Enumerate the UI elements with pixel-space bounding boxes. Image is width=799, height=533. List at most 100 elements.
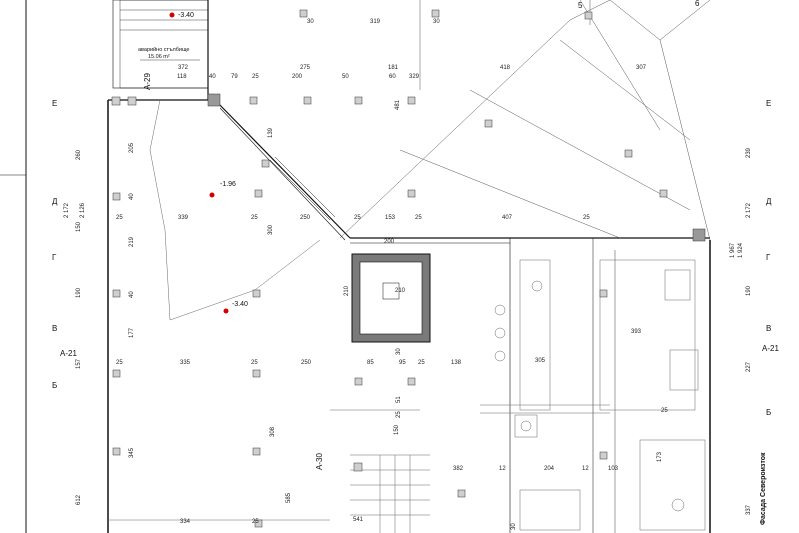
- dim-top1-1: 319: [370, 19, 381, 25]
- dim-rowb-6: 25: [418, 360, 425, 366]
- dim-misc-0: 139: [268, 127, 274, 138]
- dim-misc-14: 541: [353, 517, 364, 523]
- dim-top2-4: 307: [636, 65, 647, 71]
- facade-label: Фасада Североизток: [760, 452, 767, 525]
- dim-right-2: 1 967: [730, 242, 736, 258]
- dim-top2-1: 275: [300, 65, 311, 71]
- dim-rowb-5: 95: [399, 360, 406, 366]
- dim-top3-1: 40: [209, 74, 216, 80]
- dim-misc-15: 30: [511, 523, 517, 530]
- outer-walls: [0, 0, 711, 533]
- dim-bottom-2: 382: [453, 466, 464, 472]
- dim-rowd-7: 407: [502, 215, 513, 221]
- axis-label-right-g: Г: [766, 253, 771, 262]
- dim-bottom-1: 25: [252, 519, 259, 525]
- dim-misc-3: 200: [384, 239, 395, 245]
- dim-top3-3: 25: [252, 74, 259, 80]
- dim-top3-0: 118: [177, 74, 187, 80]
- axis-label-left-e: Е: [52, 99, 57, 108]
- dim-misc-11: 308: [270, 426, 276, 437]
- dim-leftinner-0: 205: [129, 142, 135, 153]
- dim-bottom-0: 334: [180, 519, 191, 525]
- dim-misc-13: 585: [286, 492, 292, 503]
- axis-label-left-b: Б: [52, 381, 57, 390]
- room-name: аварийно стълбище: [138, 46, 189, 53]
- dim-bottom-3: 204: [544, 466, 555, 472]
- dim-rowb-2: 25: [251, 360, 258, 366]
- dim-rowd-4: 25: [354, 215, 361, 221]
- dim-rowd-0: 25: [116, 215, 123, 221]
- level-value-low: -3.40: [232, 301, 248, 308]
- dim-rowd-5: 153: [385, 215, 396, 221]
- dim-top1-0: 30: [307, 19, 314, 25]
- section-label-a21-right: А-21: [762, 344, 779, 353]
- dim-rowd-3: 250: [300, 215, 311, 221]
- axis-number-6: 6: [695, 0, 700, 8]
- section-label-a30: А-30: [315, 453, 324, 470]
- dim-rowd-6: 25: [415, 215, 422, 221]
- axis-number-5: 5: [578, 1, 583, 10]
- dim-left-3: 150: [76, 221, 82, 232]
- columns: [111, 9, 706, 528]
- dim-rowb-7: 138: [451, 360, 462, 366]
- dim-right-3: 1 924: [738, 242, 744, 258]
- dim-left-6: 612: [76, 494, 82, 505]
- level-value-stair: -3.40: [178, 12, 194, 19]
- dim-misc-1: 481: [395, 99, 401, 110]
- dim-right-6: 337: [746, 504, 752, 515]
- room-area: 15.06 m²: [148, 54, 170, 60]
- inner-outline: [108, 99, 706, 533]
- axis-label-right-b: Б: [766, 408, 771, 417]
- dim-rowb-4: 85: [367, 360, 374, 366]
- dim-top2-2: 181: [388, 65, 399, 71]
- diagonal-window: [269, 156, 336, 221]
- dim-leftinner-1: 40: [129, 193, 135, 200]
- dim-bottom-4: 103: [608, 466, 619, 472]
- dim-rowd-8: 25: [583, 215, 590, 221]
- dim-top2-0: 372: [178, 65, 189, 71]
- dim-top3-5: 50: [342, 74, 349, 80]
- dim-leftinner-2: 219: [129, 236, 135, 247]
- axis-label-right-e: Е: [766, 99, 771, 108]
- dim-top3-4: 200: [292, 74, 303, 80]
- dim-misc-9: 51: [396, 396, 402, 403]
- dim-misc-4: 210: [344, 285, 350, 296]
- dim-rowd-2: 25: [251, 215, 258, 221]
- dim-misc-17: 25: [661, 408, 668, 414]
- section-label-a29: А-29: [143, 73, 152, 90]
- dim-left-0: 260: [76, 149, 82, 160]
- dim-misc-5: 210: [395, 288, 406, 294]
- dim-rowb-0: 25: [116, 360, 123, 366]
- axis-label-right-v: В: [766, 324, 771, 333]
- dim-left-4: 190: [76, 287, 82, 298]
- dim-right-1: 2 172: [746, 202, 752, 218]
- axis-label-left-d: Д: [52, 197, 58, 206]
- dim-left-2: 2 172: [64, 202, 70, 218]
- dim-bottom-6: 12: [582, 466, 589, 472]
- dim-leftinner-4: 177: [129, 327, 135, 338]
- dim-right-4: 190: [746, 285, 752, 296]
- level-value-mid: -1.96: [220, 181, 236, 188]
- dim-left-5: 157: [76, 358, 82, 369]
- stair-enclosure: [112, 0, 209, 100]
- dim-leftinner-5: 345: [129, 447, 135, 458]
- central-shaft: [351, 253, 431, 343]
- dim-misc-16: 173: [657, 451, 663, 462]
- dim-top3-7: 329: [409, 74, 420, 80]
- dim-top2-3: 418: [500, 65, 511, 71]
- section-label-a21-left: А-21: [60, 349, 77, 358]
- dim-bottom-5: 12: [499, 466, 506, 472]
- dim-leftinner-3: 40: [129, 291, 135, 298]
- dim-rowd-1: 339: [178, 215, 189, 221]
- dim-top3-6: 60: [389, 74, 396, 80]
- dim-right-5: 227: [746, 361, 752, 372]
- dim-left-1: 2 126: [80, 202, 86, 218]
- level-markers: [169, 12, 229, 314]
- dim-rowb-1: 335: [180, 360, 191, 366]
- upper-right-structure: [339, 0, 711, 241]
- dim-right-0: 239: [746, 147, 752, 158]
- dim-rowb-3: 250: [301, 360, 312, 366]
- dim-top3-2: 79: [231, 74, 238, 80]
